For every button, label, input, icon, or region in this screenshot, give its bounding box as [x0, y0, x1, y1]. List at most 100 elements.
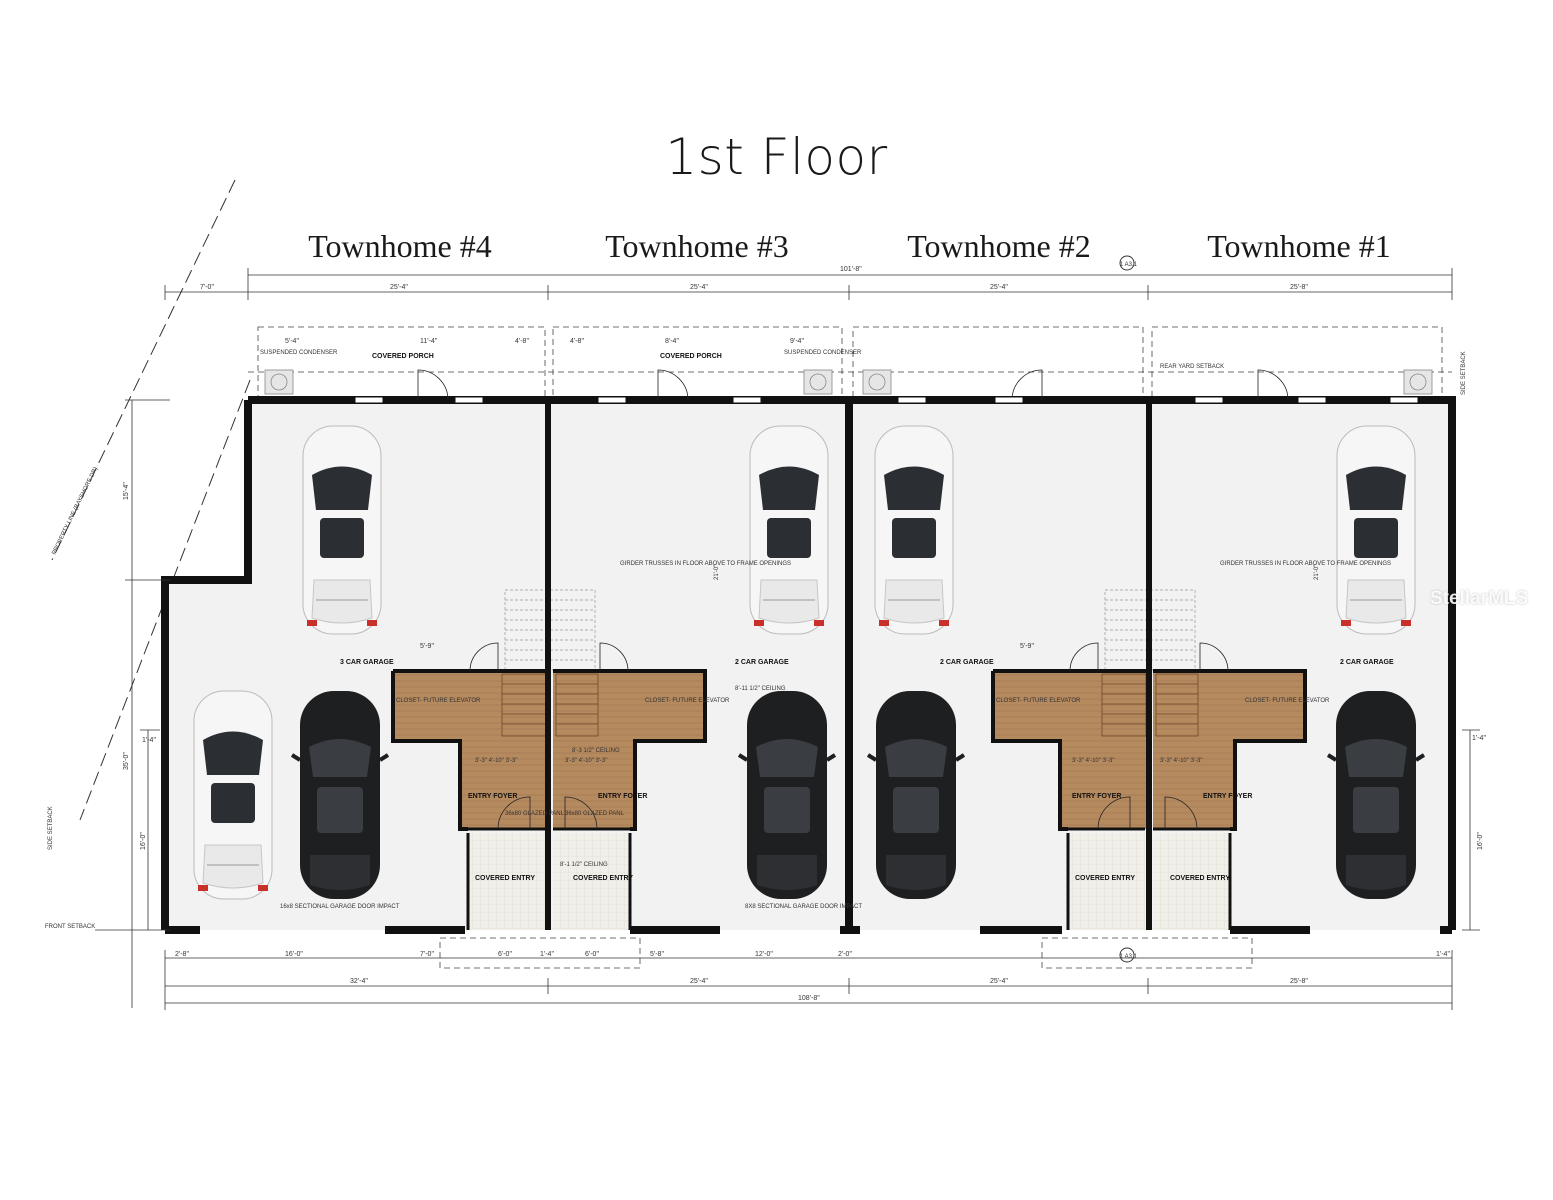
- covered-entry-4: COVERED ENTRY: [475, 875, 535, 882]
- stair-dims-1: 3'-3" 4'-10" 3'-3": [1160, 758, 1203, 764]
- car-black-4: [1326, 689, 1426, 901]
- glazed-pane-3: 36x80 GLAZED PANL: [565, 811, 625, 817]
- walls: [161, 396, 1456, 934]
- rear-openings: [417, 369, 1289, 830]
- unit3-dim: 25'-4": [690, 284, 708, 291]
- front-setback: FRONT SETBACK: [45, 924, 95, 930]
- closet-label-2: CLOSET- FUTURE ELEVATOR: [996, 698, 1081, 704]
- bottom-unit1-dim: 25'-8": [1290, 978, 1308, 985]
- car-black-3: [866, 689, 966, 901]
- townhome-3-label: Townhome #3: [605, 228, 789, 264]
- unit4-dim: 25'-4": [390, 284, 408, 291]
- covered-entry-1: COVERED ENTRY: [1170, 875, 1230, 882]
- stair-dims-2: 3'-3" 4'-10" 3'-3": [1072, 758, 1115, 764]
- left-dimensions: [95, 399, 170, 1008]
- ceiling-note-foyer: 8'-3 1/2" CEILING: [572, 748, 620, 754]
- girder-note-1: GIRDER TRUSSES IN FLOOR ABOVE TO FRAME O…: [1220, 561, 1391, 567]
- side-dim-notch: 1'-4": [142, 737, 156, 744]
- covered-porch-4: COVERED PORCH: [372, 353, 434, 360]
- windows: [354, 396, 1419, 404]
- svg-text:1 A3.1: 1 A3.1: [1120, 954, 1138, 960]
- car-white-3: [749, 425, 829, 635]
- garage-door-note-4: 16x8 SECTIONAL GARAGE DOOR IMPACT: [280, 904, 400, 910]
- porch-dim-f: 9'-4": [790, 338, 804, 345]
- offset-dim: 7'-0": [200, 284, 214, 291]
- bottom-dim-0: 2'-8": [175, 951, 189, 958]
- section-marker-top: 1 A3.1: [1119, 255, 1138, 271]
- townhome-2-label: Townhome #2: [907, 228, 1091, 264]
- car-white-4: [874, 425, 954, 635]
- closet-label-4: CLOSET- FUTURE ELEVATOR: [396, 698, 481, 704]
- front-steps: [439, 937, 1253, 969]
- property-line-label: PROPERTY LINE (BAYSHORE DR): [51, 466, 99, 556]
- garage-door-note-3: 8X8 SECTIONAL GARAGE DOOR IMPACT: [745, 904, 862, 910]
- right-dim-notch: 1'-4": [1472, 735, 1486, 742]
- porch-dim-e: 8'-4": [665, 338, 679, 345]
- side-dim-lower: 16'-0": [140, 832, 147, 850]
- closet-label-3: CLOSET- FUTURE ELEVATOR: [645, 698, 730, 704]
- foyer-width-2: 5'-9": [1020, 643, 1034, 650]
- car-white-1: [302, 425, 382, 635]
- bottom-dim-6: 5'-8": [650, 951, 664, 958]
- townhome-1-label: Townhome #1: [1207, 228, 1391, 264]
- glazed-pane-4: 36x80 GLAZED PANL: [505, 811, 565, 817]
- condenser-4: SUSPENDED CONDENSER: [260, 350, 338, 356]
- porch-dim-b: 11'-4": [420, 338, 438, 345]
- bottom-dim-5: 6'-0": [585, 951, 599, 958]
- car-white-2: [193, 690, 273, 900]
- covered-porch-3: COVERED PORCH: [660, 353, 722, 360]
- foyer-label-1: ENTRY FOYER: [1203, 793, 1252, 800]
- bottom-dim-3: 6'-0": [498, 951, 512, 958]
- unit2-dim: 25'-4": [990, 284, 1008, 291]
- garage-label-unit3: 2 CAR GARAGE: [735, 659, 789, 666]
- stair-dims-3: 3'-3" 4'-10" 3'-3": [565, 758, 608, 764]
- covered-entry-2: COVERED ENTRY: [1075, 875, 1135, 882]
- foyer-label-3: ENTRY FOYER: [598, 793, 647, 800]
- car-black-2: [737, 689, 837, 901]
- watermark: StellarMLS: [1430, 588, 1529, 609]
- garage-label-3car: 3 CAR GARAGE: [340, 659, 394, 666]
- bottom-dim-2: 7'-0": [420, 951, 434, 958]
- townhome-4-label: Townhome #4: [308, 228, 492, 264]
- stair-dims-4: 3'-3" 4'-10" 3'-3": [475, 758, 518, 764]
- ceiling-note-entry: 8'-1 1/2" CEILING: [560, 862, 608, 868]
- car-black-1: [290, 689, 390, 901]
- bottom-dim-1: 16'-0": [285, 951, 303, 958]
- foyer-areas: [393, 671, 1305, 829]
- foyer-label-2: ENTRY FOYER: [1072, 793, 1121, 800]
- right-dimensions: [1462, 729, 1480, 931]
- porch-dim-a: 5'-4": [285, 338, 299, 345]
- right-dim-lower: 16'-0": [1477, 832, 1484, 850]
- garage-label-unit1: 2 CAR GARAGE: [1340, 659, 1394, 666]
- girder-note-3: GIRDER TRUSSES IN FLOOR ABOVE TO FRAME O…: [620, 561, 791, 567]
- bottom-dimensions: [164, 950, 1453, 1010]
- garage-depth-3: 21'-0": [714, 565, 720, 580]
- garage-depth-1: 21'-0": [1314, 565, 1320, 580]
- porch-dim-c: 4'-8": [515, 338, 529, 345]
- overall-bottom-dim: 108'-8": [798, 995, 820, 1002]
- side-dim-total: 35'-0": [123, 752, 130, 770]
- unit1-dim: 25'-8": [1290, 284, 1308, 291]
- foyer-label-4: ENTRY FOYER: [468, 793, 517, 800]
- svg-text:1 A3.1: 1 A3.1: [1120, 262, 1138, 268]
- side-setback-left: SIDE SETBACK: [48, 806, 54, 850]
- section-marker-bottom: 1 A3.1: [1119, 947, 1138, 963]
- garage-label-unit2: 2 CAR GARAGE: [940, 659, 994, 666]
- bottom-dim-9: 1'-4": [1436, 951, 1450, 958]
- overall-top-dim: 101'-8": [840, 266, 862, 273]
- rear-yard-setback: REAR YARD SETBACK: [1160, 364, 1224, 370]
- side-dim-top: 15'-4": [123, 482, 130, 500]
- bottom-dim-8: 2'-0": [838, 951, 852, 958]
- bottom-unit3-dim: 25'-4": [690, 978, 708, 985]
- covered-entry-areas: [468, 833, 1230, 930]
- condenser-units: [264, 369, 1433, 395]
- page-title: 1st Floor: [665, 128, 888, 186]
- closet-label-1: CLOSET- FUTURE ELEVATOR: [1245, 698, 1330, 704]
- foyer-width-4: 5'-9": [420, 643, 434, 650]
- bottom-unit4-dim: 32'-4": [350, 978, 368, 985]
- bottom-dim-7: 12'-0": [755, 951, 773, 958]
- top-dimensions: [164, 268, 1453, 300]
- bottom-unit2-dim: 25'-4": [990, 978, 1008, 985]
- covered-entry-3: COVERED ENTRY: [573, 875, 633, 882]
